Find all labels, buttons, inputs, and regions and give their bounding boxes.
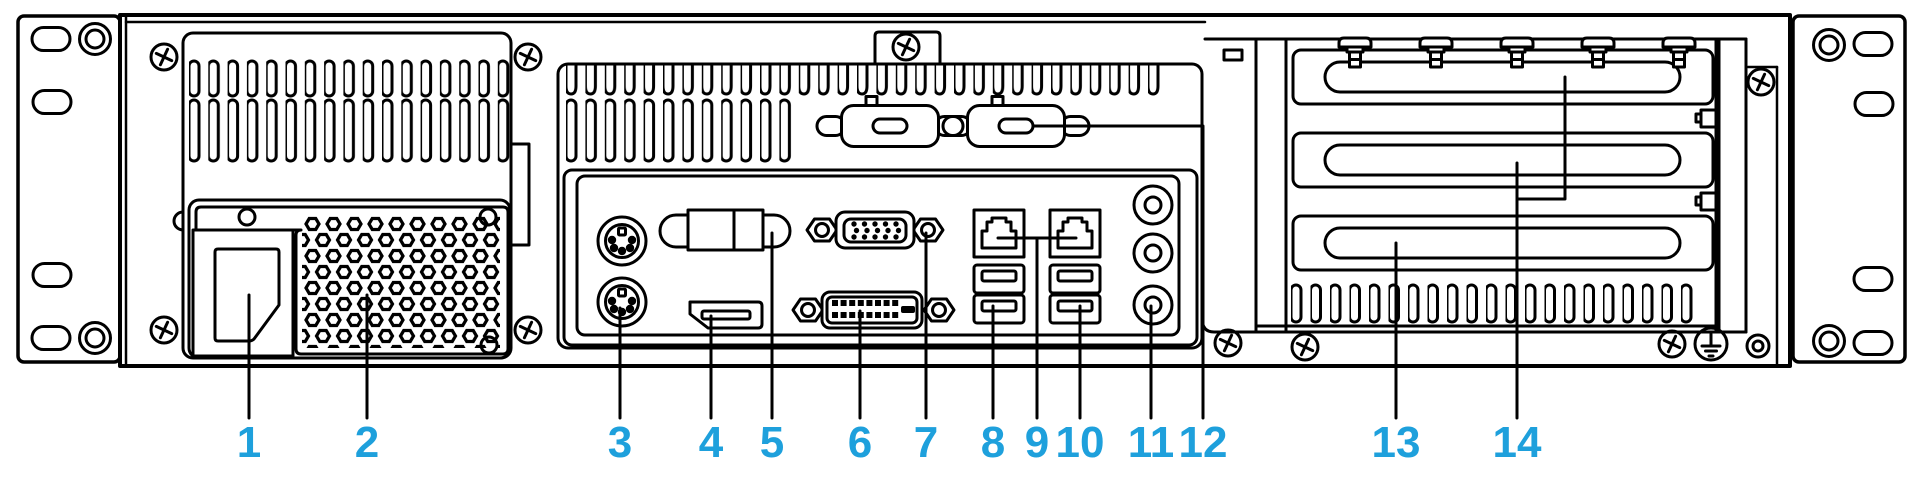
fan-grille-plate xyxy=(194,205,510,356)
audio-jack-line-in xyxy=(1132,184,1174,226)
mounting-hole xyxy=(1853,91,1895,117)
callout-label-4: 4 xyxy=(699,418,724,467)
lan-port-2 xyxy=(1048,208,1102,259)
slot-latch xyxy=(1694,108,1718,129)
audio-jack-mic xyxy=(1132,284,1174,326)
round-connector xyxy=(658,208,792,252)
expansion-slot-cover-3 xyxy=(1291,214,1715,272)
callout-line-14 xyxy=(1515,75,1567,420)
mounting-hole xyxy=(30,26,72,52)
callout-label-6: 6 xyxy=(848,418,872,467)
ear-screw xyxy=(78,321,112,355)
ps2-mouse-port xyxy=(596,276,648,328)
ps2-keyboard-port xyxy=(596,215,648,267)
ear-screw xyxy=(1812,28,1846,62)
ear-screw xyxy=(78,22,112,56)
mounting-hole xyxy=(1852,330,1894,356)
audio-jacks xyxy=(1132,184,1174,326)
psu-vent-row-bottom xyxy=(189,98,511,163)
vga-port xyxy=(805,210,945,250)
callout-labels: 1 2 3 4 5 6 7 8 9 10 11 12 13 14 xyxy=(237,418,1542,467)
audio-jack-line-out xyxy=(1132,232,1174,274)
dvi-screw-post xyxy=(791,297,825,323)
callout-label-14: 14 xyxy=(1493,418,1542,467)
callout-label-12: 12 xyxy=(1179,418,1228,467)
psu-vent-row-top xyxy=(189,59,511,98)
callout-label-3: 3 xyxy=(608,418,632,467)
panel-screw xyxy=(149,315,179,345)
io-vent-row-top xyxy=(566,64,1161,98)
cable-notch xyxy=(172,210,185,232)
panel-screw xyxy=(1213,328,1243,358)
ground-terminal xyxy=(1693,326,1729,362)
power-supply-section xyxy=(149,31,543,360)
serial-port-com2 xyxy=(941,95,1091,148)
panel-screw xyxy=(1290,332,1320,362)
power-inlet-plate xyxy=(191,228,295,358)
displayport xyxy=(688,300,764,330)
expansion-slot-section xyxy=(1200,36,1776,362)
callout-label-10: 10 xyxy=(1056,418,1105,467)
indicator-hole xyxy=(1745,333,1771,359)
panel-screw xyxy=(513,42,543,72)
io-shield-outer xyxy=(562,168,1199,347)
psu-fan-grille xyxy=(302,216,500,348)
callout-label-5: 5 xyxy=(760,418,784,467)
callout-label-9: 9 xyxy=(1025,418,1049,467)
rivet-hole xyxy=(237,207,257,227)
serial-port-com1 xyxy=(815,95,965,148)
callout-line-9 xyxy=(996,236,1078,420)
vga-screw-post xyxy=(805,217,839,243)
ear-screw xyxy=(1812,324,1846,358)
callout-label-13: 13 xyxy=(1372,418,1421,467)
callout-label-7: 7 xyxy=(914,418,938,467)
expansion-vent-row xyxy=(1291,283,1694,324)
vga-screw-post xyxy=(911,217,945,243)
dvi-screw-post xyxy=(922,297,956,323)
rack-ear-right xyxy=(1791,14,1907,364)
callout-label-1: 1 xyxy=(237,418,261,467)
callout-line-12 xyxy=(1031,124,1205,420)
io-vent-row-bottom xyxy=(566,98,792,163)
mounting-hole xyxy=(31,262,73,288)
panel-screw xyxy=(149,42,179,72)
dvi-port xyxy=(791,290,956,330)
callout-label-11: 11 xyxy=(1128,418,1175,467)
usb-ports-left xyxy=(972,263,1026,325)
panel-screw xyxy=(891,32,921,62)
callout-label-2: 2 xyxy=(355,418,379,467)
io-section xyxy=(556,30,1204,350)
panel-screw xyxy=(1746,67,1776,97)
mounting-hole xyxy=(31,89,73,115)
mounting-hole xyxy=(1852,31,1894,57)
mounting-hole xyxy=(1852,266,1894,292)
callout-label-8: 8 xyxy=(981,418,1005,467)
lan-port-1 xyxy=(972,208,1026,259)
rack-ear-left xyxy=(16,14,122,364)
retaining-clip xyxy=(1222,48,1244,62)
panel-screw xyxy=(513,315,543,345)
psu-module xyxy=(187,198,512,360)
expansion-slot-cover-2 xyxy=(1291,131,1715,189)
slot-latch xyxy=(1694,191,1718,212)
io-shield-inner xyxy=(575,174,1181,337)
panel-screw xyxy=(1657,329,1687,359)
expansion-slot-cover-1 xyxy=(1291,48,1715,106)
callout-lines xyxy=(247,75,1567,420)
usb-ports-right xyxy=(1048,263,1102,325)
mounting-hole xyxy=(30,325,72,351)
